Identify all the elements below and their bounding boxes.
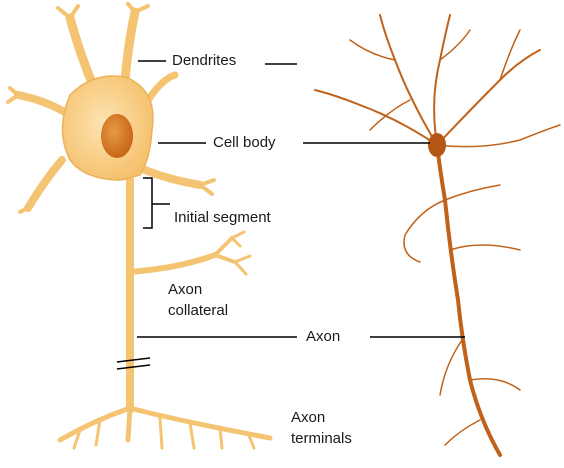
axon-collateral (130, 232, 250, 274)
label-cell-body: Cell body (213, 134, 276, 152)
label-dendrites: Dendrites (172, 52, 236, 70)
label-initial-segment: Initial segment (174, 209, 271, 227)
nucleus (101, 114, 133, 158)
label-axon-collateral-line2: collateral (168, 302, 228, 320)
stained-cell-body (428, 133, 446, 157)
label-axon: Axon (306, 328, 340, 346)
label-axon-terminals-line2: terminals (291, 430, 352, 448)
stained-neuron (315, 15, 560, 455)
axon-terminals (60, 408, 270, 448)
label-axon-terminals-line1: Axon (291, 409, 325, 427)
initial-segment-bracket (143, 178, 170, 228)
label-axon-collateral-line1: Axon (168, 281, 202, 299)
